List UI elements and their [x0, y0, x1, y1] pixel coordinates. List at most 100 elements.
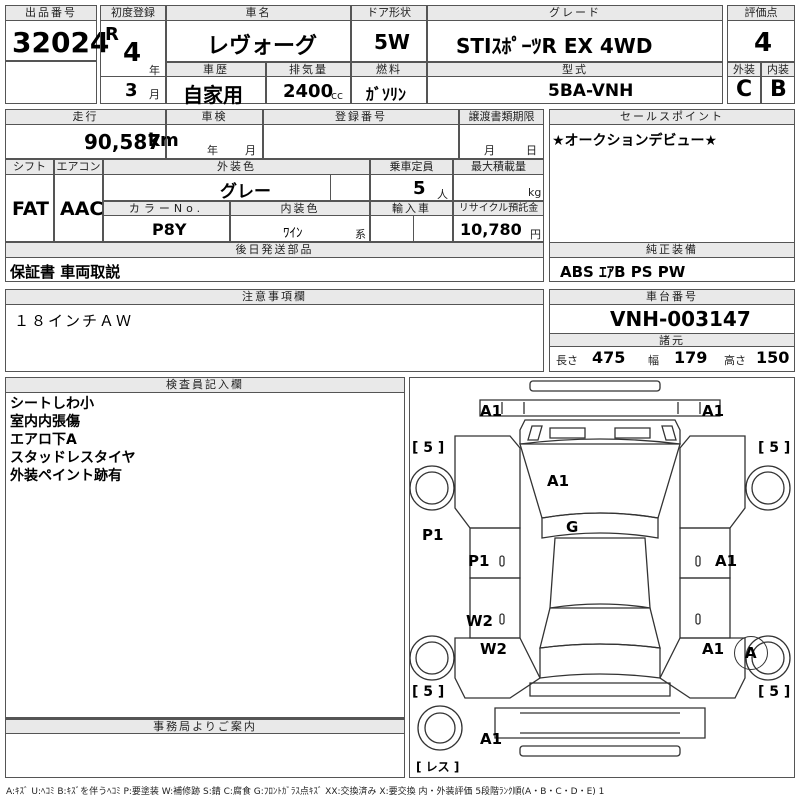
doors: 5W — [374, 30, 410, 54]
shift: FAT — [12, 198, 49, 220]
reg-month-unit: 月 — [149, 88, 160, 101]
interior-grade-box: 内装 B — [761, 62, 795, 104]
interior-grade: B — [770, 77, 787, 102]
capacity-unit: 人 — [437, 188, 448, 201]
registration-label: 登録番号 — [264, 110, 458, 125]
office-label: 事務局よりご案内 — [6, 719, 404, 734]
mileage-unit: km — [148, 130, 179, 151]
auction-number-label: 出品番号 — [6, 6, 96, 21]
office-box: 事務局よりご案内 — [5, 718, 405, 778]
capacity: 5 — [413, 178, 426, 199]
registration-box: 登録番号 — [263, 109, 459, 159]
grade-box: グレード STIｽﾎﾟｰﾂR EX 4WD — [427, 5, 723, 62]
score-label: 評価点 — [728, 6, 794, 21]
color-no-box: カラーNo. P8Y — [103, 201, 230, 242]
fuel: ｶﾞｿﾘﾝ — [366, 85, 407, 104]
displacement-label: 排気量 — [267, 63, 350, 77]
shift-label: シフト — [6, 160, 53, 175]
grade-label: グレード — [428, 6, 722, 21]
recycle-unit: 円 — [530, 228, 541, 241]
car-diagram-svg — [410, 380, 791, 757]
inspector-line-1: シートしわ小 — [10, 396, 94, 412]
displacement-box: 排気量 2400 cc — [266, 62, 351, 104]
mark-a1-front-right: A1 — [702, 402, 725, 420]
mark-a1-right-door: A1 — [715, 552, 738, 570]
inspector-line-3: エアロ下A — [10, 432, 77, 448]
interior-grade-label: 内装 — [762, 63, 794, 77]
recycle: 10,780 — [460, 220, 522, 239]
car-name: レヴォーグ — [207, 34, 318, 59]
max-load-box: 最大積載量 kg — [453, 159, 544, 201]
doors-box: ドア形状 5W — [351, 5, 427, 62]
exterior-grade-label: 外装 — [728, 63, 760, 77]
inspector-label: 検査員記入欄 — [6, 378, 404, 393]
doors-label: ドア形状 — [352, 6, 426, 21]
displacement-unit: cc — [331, 89, 344, 102]
exterior-grade: C — [736, 77, 753, 102]
fuel-label: 燃料 — [352, 63, 426, 77]
grade: STIｽﾎﾟｰﾂR EX 4WD — [456, 34, 653, 58]
mark-w2-left: W2 — [480, 640, 507, 658]
later-parts: 保証書 車両取説 — [10, 263, 121, 281]
transfer-month-unit: 月 — [484, 144, 495, 157]
inspection-month-unit: 月 — [245, 144, 256, 157]
model-box: 型式 5BA-VNH — [427, 62, 723, 104]
shift-box: シフト FAT — [5, 159, 54, 242]
mark-g-glass: G — [566, 518, 579, 536]
car-name-label: 車名 — [167, 6, 350, 21]
spare-tire: [ レス ] — [416, 760, 460, 774]
inspector-line-5: 外装ペイント跡有 — [10, 468, 122, 484]
recycle-label: リサイクル預託金 — [454, 202, 543, 216]
int-color-suffix: 系 — [355, 228, 366, 241]
capacity-box: 乗車定員 5 人 — [370, 159, 453, 201]
later-parts-box: 後日発送部品 保証書 車両取説 — [5, 242, 544, 282]
color-no: P8Y — [152, 220, 187, 239]
transfer-day-unit: 日 — [526, 144, 537, 157]
notes: １８インチＡＷ — [14, 312, 134, 330]
int-color: ﾜｲﾝ — [283, 226, 303, 241]
tire-front-left: [ 5 ] — [412, 440, 445, 456]
chassis-box: 車台番号 VNH-003147 諸元 長さ 475 幅 179 高さ 150 — [549, 289, 795, 372]
inspector-line-2: 室内内張傷 — [10, 414, 80, 430]
mark-a1-roof: A1 — [547, 472, 570, 490]
int-color-label: 内装色 — [231, 202, 369, 216]
model: 5BA-VNH — [548, 81, 634, 101]
car-diagram: A1 A1 A1 G P1 P1 A1 W2 W2 A1 A A1 [ 5 ] … — [409, 377, 795, 778]
inspection-box: 車検 年 月 — [166, 109, 263, 159]
transfer-label: 譲渡書類期限 — [460, 110, 543, 125]
aircon-box: エアコン AAC — [54, 159, 103, 242]
mark-p1-left: P1 — [422, 526, 444, 544]
legend: A:ｷｽﾞ U:ﾍｺﾐ B:ｷｽﾞを伴うﾍｺﾐ P:要塗装 W:補修跡 S:錆 … — [6, 787, 605, 797]
chassis-number: VNH-003147 — [610, 307, 751, 331]
mileage: 90,587 — [84, 130, 162, 154]
circled-mark — [734, 636, 768, 670]
reg-month: 3 — [125, 80, 138, 101]
inspection-year-unit: 年 — [207, 144, 218, 157]
height: 150 — [756, 348, 790, 367]
auction-blank-box — [5, 61, 97, 104]
inspection-label: 車検 — [167, 110, 262, 125]
displacement: 2400 — [283, 81, 334, 102]
mileage-box: 走行 90,587 km — [5, 109, 179, 159]
mark-a-circle: A — [745, 644, 757, 662]
color-no-label: カラーNo. — [104, 202, 229, 216]
width: 179 — [674, 348, 708, 367]
specs-label: 諸元 — [550, 333, 794, 347]
mark-a1-front-left: A1 — [480, 402, 503, 420]
int-color-box: 内装色 ﾜｲﾝ 系 — [230, 201, 370, 242]
length-label: 長さ — [556, 354, 578, 367]
mark-a1-bottom: A1 — [480, 730, 503, 748]
sales-points-label: セールスポイント — [550, 110, 794, 125]
reg-year: 4 — [123, 38, 142, 68]
equipment-box: 純正装備 ABS ｴｱB PS PW — [549, 242, 795, 282]
history-label: 車歴 — [167, 63, 265, 77]
max-load-unit: kg — [528, 186, 542, 199]
later-parts-label: 後日発送部品 — [6, 243, 543, 258]
first-registration-box: 初度登録 R 4 年 3 月 — [100, 5, 166, 104]
score-box: 評価点 4 — [727, 5, 795, 62]
transfer-box: 譲渡書類期限 月 日 — [459, 109, 544, 159]
equipment: ABS ｴｱB PS PW — [560, 263, 686, 281]
car-name-box: 車名 レヴォーグ — [166, 5, 351, 62]
tire-rear-left: [ 5 ] — [412, 684, 445, 700]
era: R — [105, 24, 119, 45]
